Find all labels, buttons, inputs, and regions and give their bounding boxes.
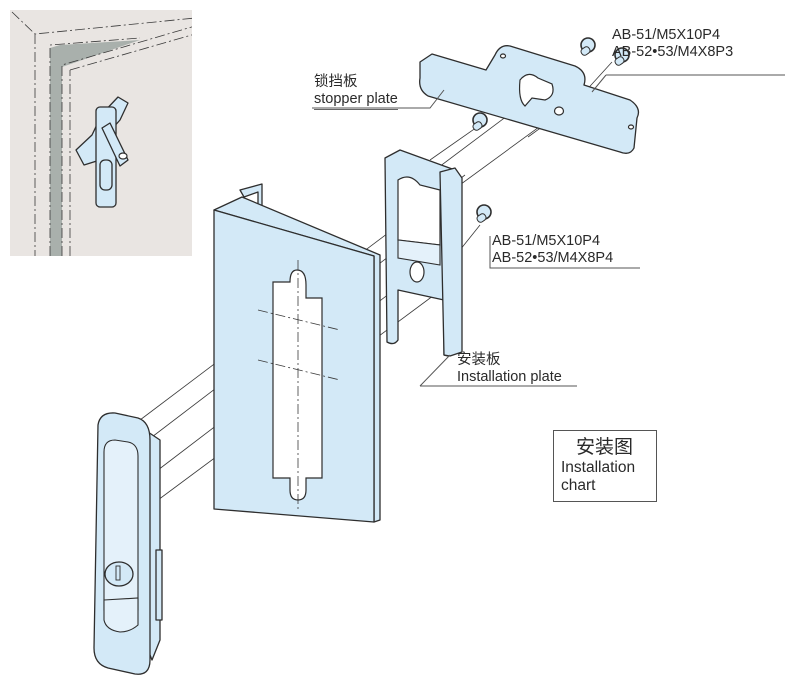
screws-top-label: AB-51/M5X10P4 AB-52•53/M4X8P3 (612, 27, 733, 61)
latch-handle (93, 412, 163, 675)
installation-plate-label: 安装板 Installation plate (457, 352, 562, 386)
screws-middle-label: AB-51/M5X10P4 AB-52•53/M4X8P4 (492, 233, 613, 267)
door-panel (213, 183, 381, 523)
screw-icon (476, 204, 492, 223)
inset-latch (75, 96, 129, 208)
chart-title-cn: 安装图 (575, 437, 633, 458)
lock-cylinder (104, 561, 134, 587)
screws-middle-label-line2: AB-52•53/M4X8P4 (492, 250, 614, 266)
screw-icon (614, 47, 630, 66)
door-panel-cutout (272, 269, 323, 501)
stopper-plate-label: 锁挡板 stopper plate (314, 74, 398, 110)
stopper-plate-screw-hole-top (499, 53, 507, 59)
stopper-plate-label-en: stopper plate (314, 91, 398, 110)
installation-plate-keyhole (409, 261, 425, 283)
stopper-plate-screw-hole-right (627, 124, 635, 130)
key-slot-icon (115, 565, 121, 581)
door-edge (61, 25, 196, 256)
chart-title-en-line1: Installation (561, 459, 636, 476)
stopper-plate (419, 45, 640, 154)
inset-drawing (11, 11, 196, 256)
installation-chart-title-box: 安装图 Installation chart (553, 430, 657, 502)
door-top-edge (69, 33, 196, 71)
leader-lines (312, 74, 785, 387)
latch-handle-side-tab (155, 549, 163, 621)
installation-plate-label-cn: 安装板 (457, 352, 501, 368)
screws-top-label-line2: AB-52•53/M4X8P3 (612, 44, 734, 60)
inset-cabinet-view (10, 10, 196, 256)
screw-icon (580, 37, 596, 56)
cabinet-outer-edge (11, 11, 196, 35)
chart-title-en-line2: chart (561, 477, 596, 494)
screws-top-label-line1: AB-51/M5X10P4 (612, 27, 721, 43)
cabinet-inner-edge (49, 37, 141, 256)
screws-middle-label-line1: AB-51/M5X10P4 (492, 233, 601, 249)
installation-plate-label-en: Installation plate (457, 369, 562, 385)
screws (472, 37, 630, 223)
installation-plate (384, 149, 463, 357)
stopper-plate-label-cn: 锁挡板 (314, 74, 358, 90)
cabinet-frame-shading (50, 40, 140, 256)
stopper-plate-keyhole (518, 73, 554, 107)
stopper-plate-hole (553, 106, 565, 116)
latch-handle-trigger (103, 597, 139, 633)
screw-icon (472, 112, 488, 131)
